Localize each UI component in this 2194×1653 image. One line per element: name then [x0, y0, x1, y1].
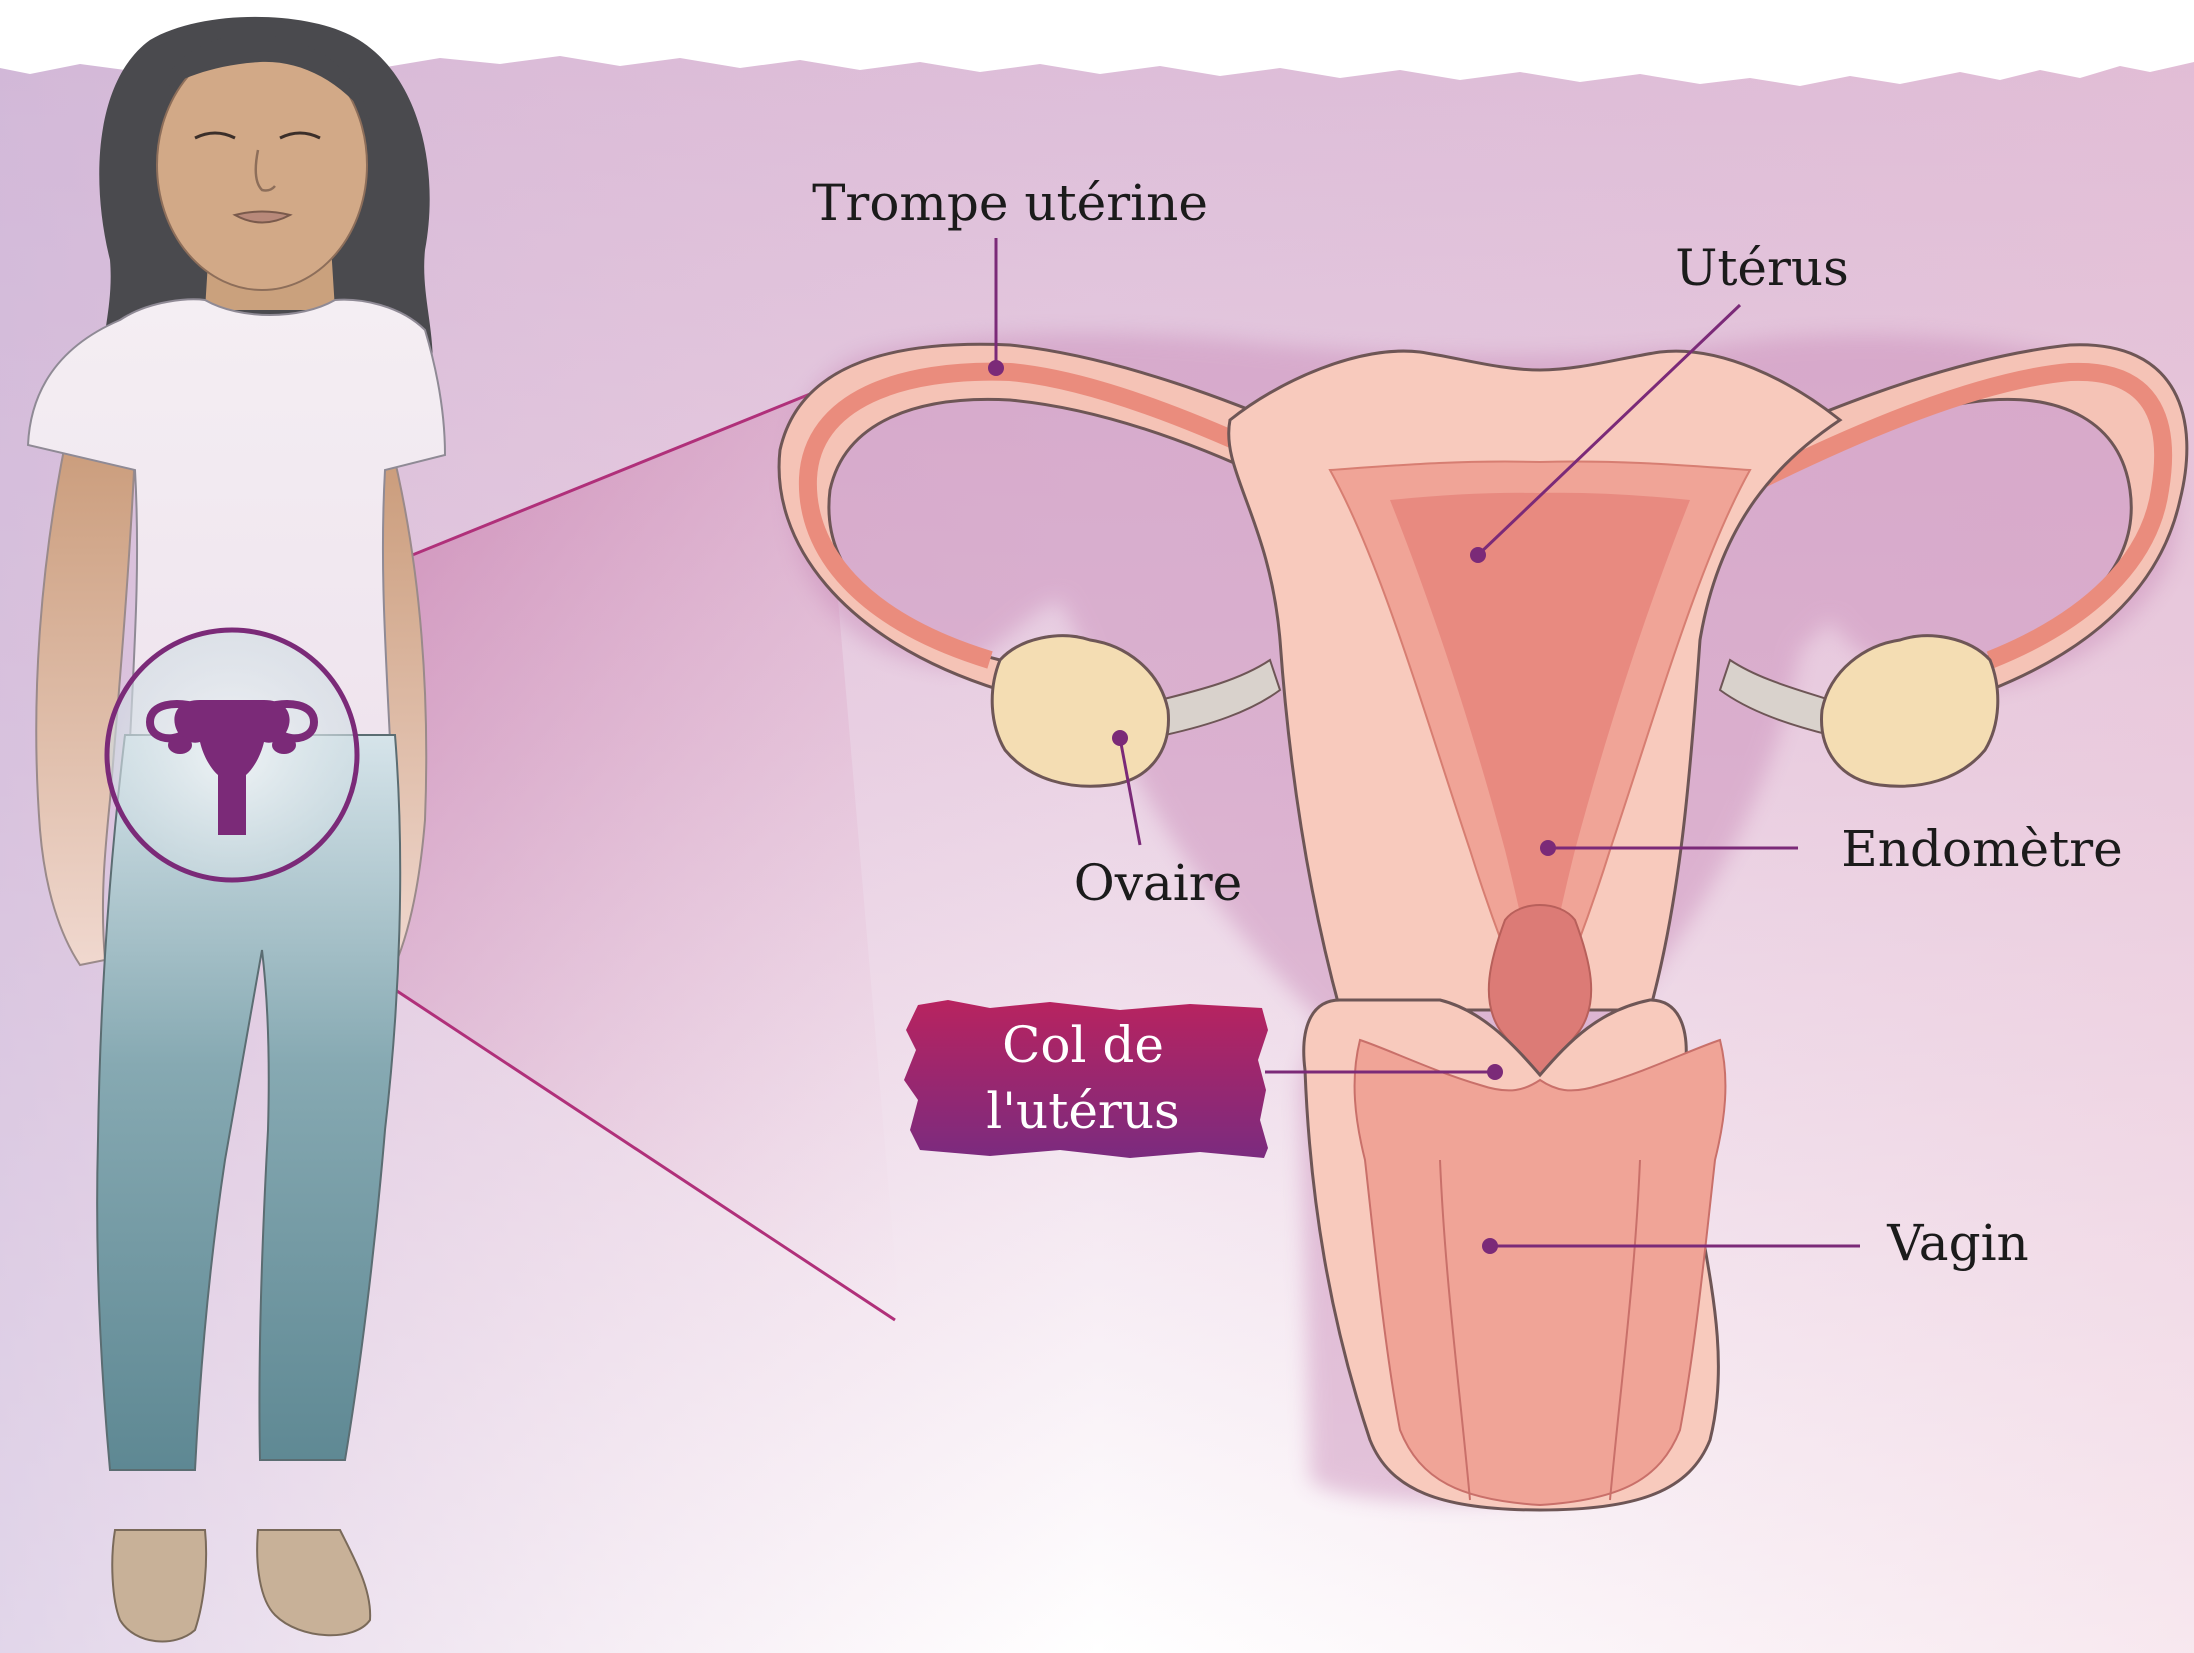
dot-vagin [1482, 1238, 1498, 1254]
dot-uterus [1470, 547, 1486, 563]
dot-col [1487, 1064, 1503, 1080]
dot-trompe [988, 360, 1004, 376]
label-trompe-uterine: Trompe utérine [812, 174, 1208, 232]
label-col-line2: l'utérus [986, 1082, 1179, 1140]
label-vagin: Vagin [1886, 1214, 2029, 1272]
label-col-line1: Col de [1002, 1016, 1164, 1074]
dot-ovaire [1112, 730, 1128, 746]
cervix-highlight-tag: Col de l'utérus [904, 1000, 1268, 1158]
label-endometre: Endomètre [1841, 820, 2122, 878]
label-ovaire: Ovaire [1074, 854, 1243, 912]
vagina-canal [1355, 1040, 1726, 1505]
label-uterus: Utérus [1675, 239, 1849, 297]
left-shoe [112, 1530, 206, 1641]
dot-endometre [1540, 840, 1556, 856]
